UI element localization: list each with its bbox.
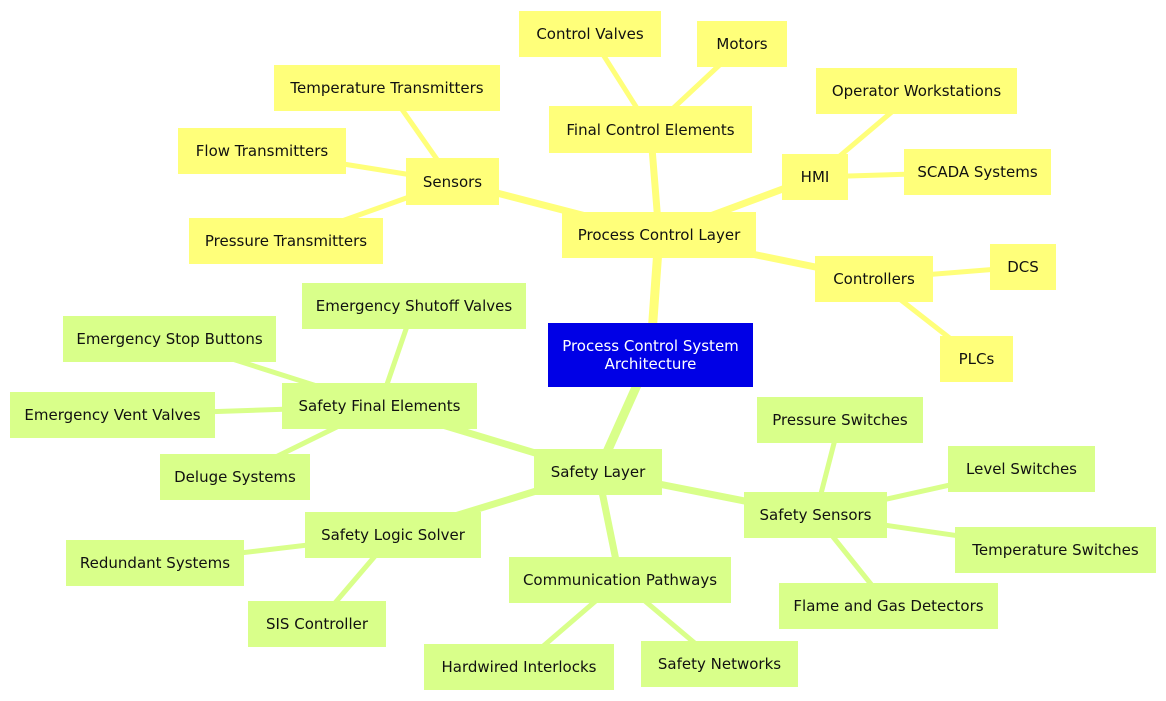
node-pressure-transmitters: Pressure Transmitters <box>189 218 383 264</box>
node-flow-transmitters: Flow Transmitters <box>178 128 346 174</box>
node-dcs: DCS <box>990 244 1056 290</box>
branch-process-control-layer: Process Control Layer <box>562 212 756 258</box>
node-level-switches: Level Switches <box>948 446 1095 492</box>
node-flame-and-gas-detectors: Flame and Gas Detectors <box>779 583 998 629</box>
node-pressure-switches: Pressure Switches <box>757 397 923 443</box>
node-safety-sensors: Safety Sensors <box>744 492 887 538</box>
node-sis-controller: SIS Controller <box>248 601 386 647</box>
node-emergency-vent-valves: Emergency Vent Valves <box>10 392 215 438</box>
node-safety-logic-solver: Safety Logic Solver <box>305 512 481 558</box>
node-plcs: PLCs <box>940 336 1013 382</box>
node-safety-final-elements: Safety Final Elements <box>282 383 477 429</box>
node-motors: Motors <box>697 21 787 67</box>
node-scada-systems: SCADA Systems <box>904 149 1051 195</box>
node-hardwired-interlocks: Hardwired Interlocks <box>424 644 614 690</box>
branch-safety-layer: Safety Layer <box>534 449 662 495</box>
root-node: Process Control System Architecture <box>548 323 753 387</box>
node-temperature-transmitters: Temperature Transmitters <box>274 65 500 111</box>
node-control-valves: Control Valves <box>519 11 661 57</box>
node-controllers: Controllers <box>815 256 933 302</box>
node-redundant-systems: Redundant Systems <box>66 540 244 586</box>
node-deluge-systems: Deluge Systems <box>160 454 310 500</box>
node-final-control-elements: Final Control Elements <box>549 106 752 153</box>
node-sensors: Sensors <box>406 158 499 205</box>
node-hmi: HMI <box>782 154 848 200</box>
node-emergency-stop-buttons: Emergency Stop Buttons <box>63 316 276 362</box>
node-safety-networks: Safety Networks <box>641 641 798 687</box>
node-emergency-shutoff-valves: Emergency Shutoff Valves <box>302 283 526 329</box>
node-operator-workstations: Operator Workstations <box>816 68 1017 114</box>
node-temperature-switches: Temperature Switches <box>955 527 1156 573</box>
node-communication-pathways: Communication Pathways <box>509 557 731 603</box>
